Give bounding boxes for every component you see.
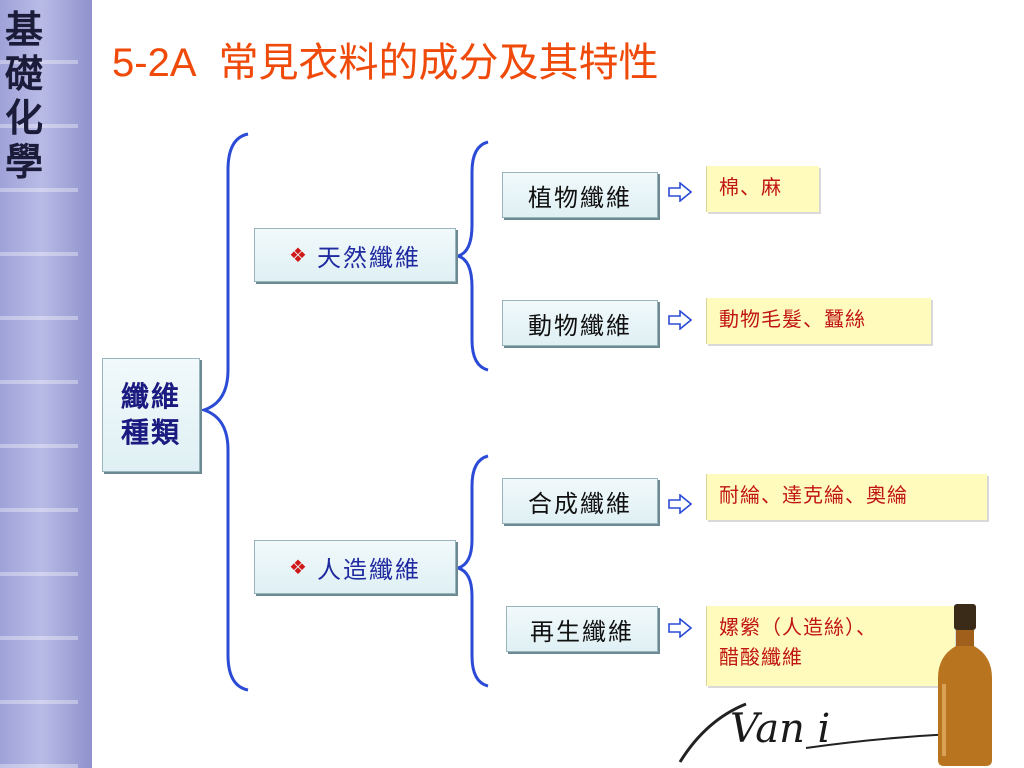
regenerated-fiber-label: 再生纖維 xyxy=(530,617,634,646)
synthetic-fiber-note: 耐綸、達克綸、奧綸 xyxy=(706,474,987,520)
animal-fiber-note-text: 動物毛髮、蠶絲 xyxy=(719,307,866,331)
regenerated-fiber-note-line2: 醋酸纖維 xyxy=(719,645,803,669)
artificial-brace xyxy=(452,454,489,688)
sidebar-title-char: 化 xyxy=(4,96,43,140)
animal-fiber-box: 動物纖維 xyxy=(502,300,658,346)
right-arrow-icon xyxy=(668,182,692,202)
root-label-line1: 纖維 xyxy=(120,380,181,413)
diamond-bullet-icon: ❖ xyxy=(289,555,309,579)
amber-bottle-icon xyxy=(938,604,992,766)
right-arrow-icon xyxy=(668,310,692,330)
plant-fiber-label: 植物纖維 xyxy=(528,183,632,212)
plant-fiber-note-text: 棉、麻 xyxy=(719,175,782,199)
sidebar-title-char: 學 xyxy=(4,140,43,184)
animal-fiber-note: 動物毛髮、蠶絲 xyxy=(706,298,931,344)
right-arrow-icon xyxy=(668,494,692,514)
sidebar: 基 礎 化 學 xyxy=(0,0,92,768)
vani-logo: Van i xyxy=(678,702,953,763)
synthetic-fiber-box: 合成纖維 xyxy=(502,478,658,524)
plant-fiber-box: 植物纖維 xyxy=(502,172,658,218)
root-label-line2: 種類 xyxy=(120,416,181,449)
plant-fiber-note: 棉、麻 xyxy=(706,166,819,212)
slide-title-text: 常見衣料的成分及其特性 xyxy=(218,40,659,86)
natural-brace xyxy=(452,140,489,372)
regenerated-fiber-box: 再生纖維 xyxy=(506,606,658,652)
animal-fiber-label: 動物纖維 xyxy=(528,311,632,340)
artificial-fiber-label: 人造纖維 xyxy=(316,555,421,584)
root-brace xyxy=(199,132,249,692)
synthetic-fiber-label: 合成纖維 xyxy=(528,489,632,518)
sidebar-title-char: 礎 xyxy=(4,52,43,96)
natural-fiber-box: ❖ 天然纖維 xyxy=(254,228,456,282)
natural-fiber-label: 天然纖維 xyxy=(316,243,421,272)
regenerated-fiber-note-line1: 嫘縈（人造絲）、 xyxy=(719,615,877,639)
slide-title: 5-2A 常見衣料的成分及其特性 xyxy=(112,30,659,88)
synthetic-fiber-note-text: 耐綸、達克綸、奧綸 xyxy=(719,483,908,507)
root-box-fiber-types: 纖維 種類 xyxy=(102,358,200,472)
right-arrow-icon xyxy=(668,618,692,638)
sidebar-title-char: 基 xyxy=(4,8,43,52)
regenerated-fiber-note: 嫘縈（人造絲）、 醋酸纖維 xyxy=(706,606,955,686)
diamond-bullet-icon: ❖ xyxy=(289,243,309,267)
logo-text: Van i xyxy=(730,706,830,752)
slide-code: 5-2A xyxy=(112,41,197,85)
sidebar-title: 基 礎 化 學 xyxy=(2,8,46,184)
artificial-fiber-box: ❖ 人造纖維 xyxy=(254,540,456,594)
sidebar-pattern xyxy=(0,0,78,768)
